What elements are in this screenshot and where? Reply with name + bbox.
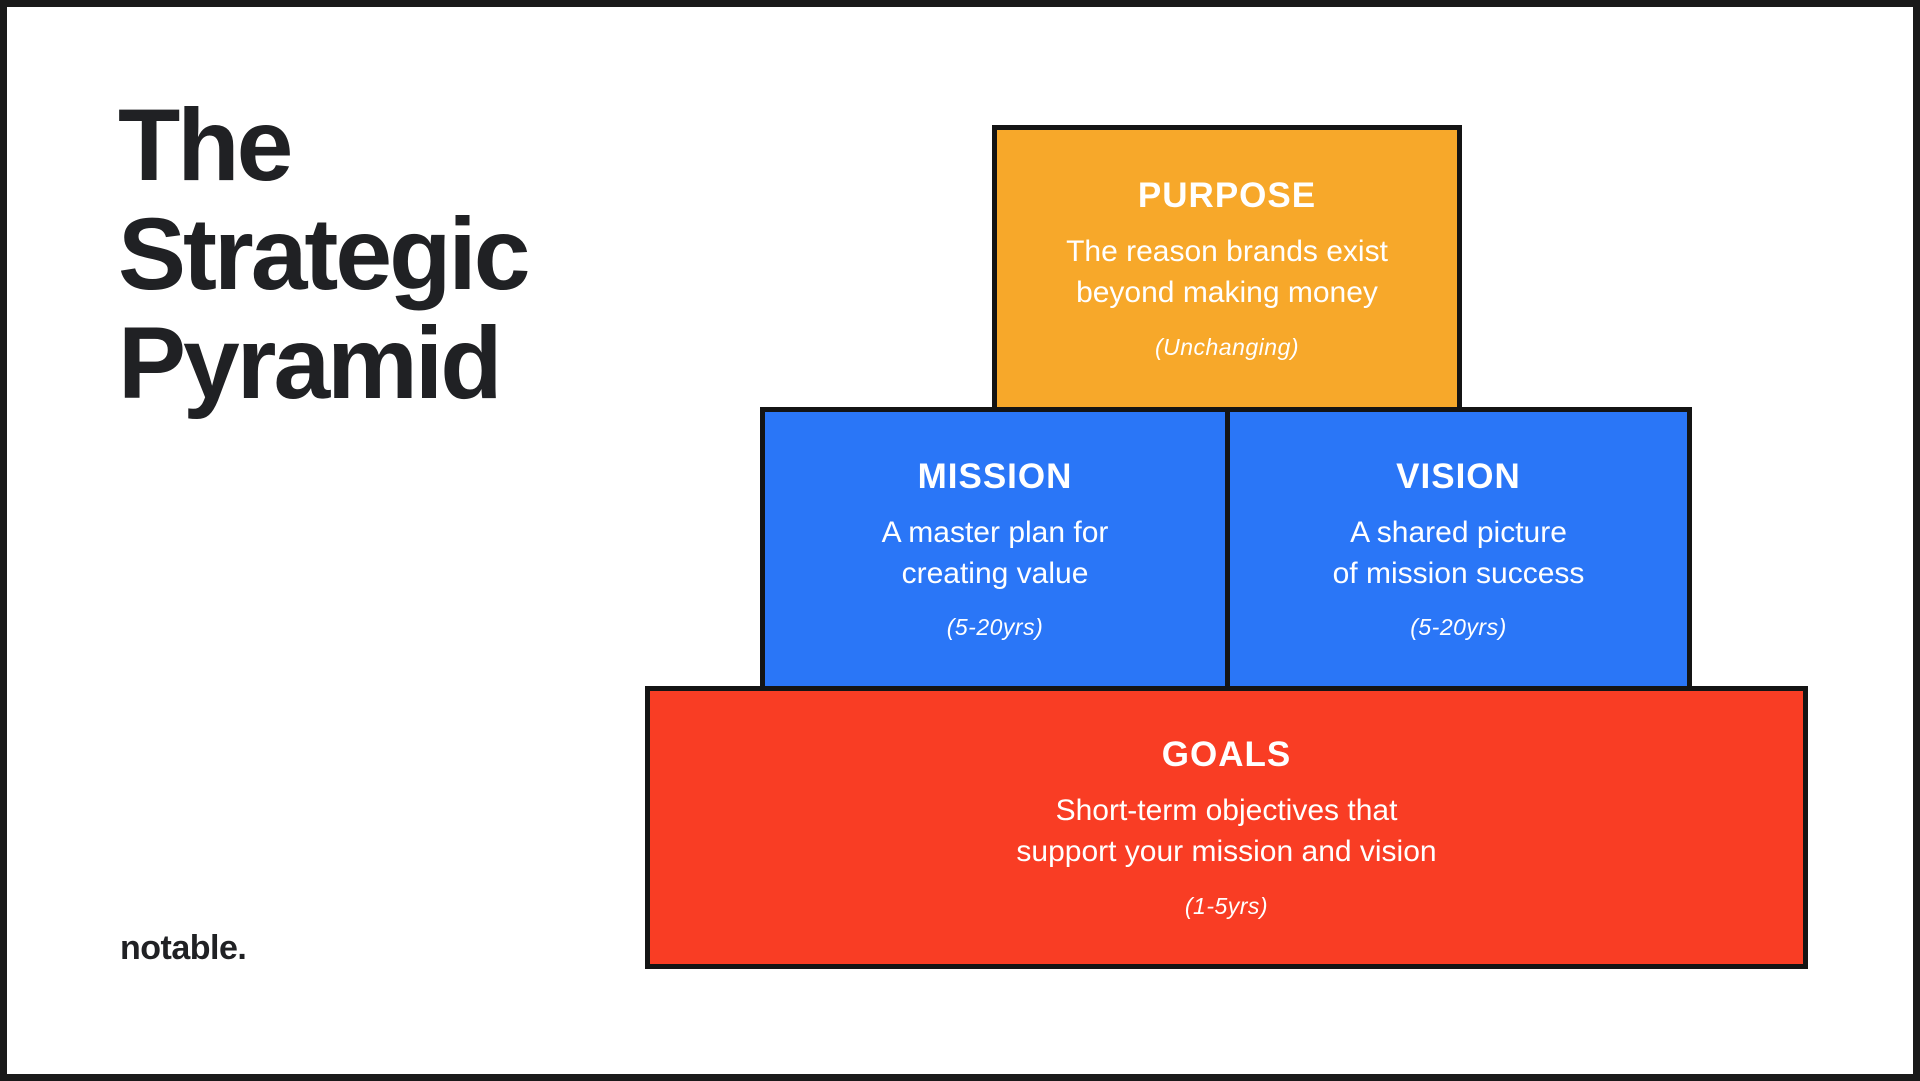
vision-description: A shared picture of mission success xyxy=(1333,513,1585,595)
purpose-description-line-2: beyond making money xyxy=(1076,276,1378,309)
page-title-line-1: The xyxy=(118,88,293,202)
purpose-description: The reason brands exist beyond making mo… xyxy=(1066,232,1388,314)
mission-description-line-2: creating value xyxy=(901,556,1089,590)
goals-label: GOALS xyxy=(1161,735,1292,775)
vision-description-line-1: A shared picture xyxy=(1350,515,1567,549)
vision-timeframe: (5-20yrs) xyxy=(1410,614,1507,641)
goals-description-line-1: Short-term objectives that xyxy=(1055,794,1398,828)
purpose-description-line-1: The reason brands exist xyxy=(1066,235,1388,269)
mission-label: MISSION xyxy=(917,456,1073,496)
goals-description: Short-term objectives that support your … xyxy=(1016,791,1436,873)
page-title: The Strategic Pyramid xyxy=(118,88,530,421)
page-title-line-3: Pyramid xyxy=(118,306,503,421)
vision-label: VISION xyxy=(1396,456,1521,496)
slide-canvas: The Strategic Pyramid PURPOSE The reason… xyxy=(7,7,1913,1074)
goals-timeframe: (1-5yrs) xyxy=(1184,892,1269,919)
pyramid-level-vision: VISION A shared picture of mission succe… xyxy=(1225,407,1692,691)
mission-timeframe: (5-20yrs) xyxy=(946,614,1044,641)
mission-description: A master plan for creating value xyxy=(882,513,1109,595)
vision-description-line-2: of mission success xyxy=(1332,556,1585,590)
mission-description-line-1: A master plan for xyxy=(881,515,1109,549)
purpose-label: PURPOSE xyxy=(1137,176,1317,216)
pyramid-level-purpose: PURPOSE The reason brands exist beyond m… xyxy=(992,125,1462,412)
notable-logo: notable. xyxy=(120,929,247,967)
pyramid-level-goals: GOALS Short-term objectives that support… xyxy=(645,686,1808,969)
goals-description-line-2: support your mission and vision xyxy=(1016,835,1437,868)
purpose-timeframe: (Unchanging) xyxy=(1154,333,1300,360)
pyramid-level-mission: MISSION A master plan for creating value… xyxy=(760,407,1230,691)
page-title-line-2: Strategic xyxy=(118,197,530,312)
